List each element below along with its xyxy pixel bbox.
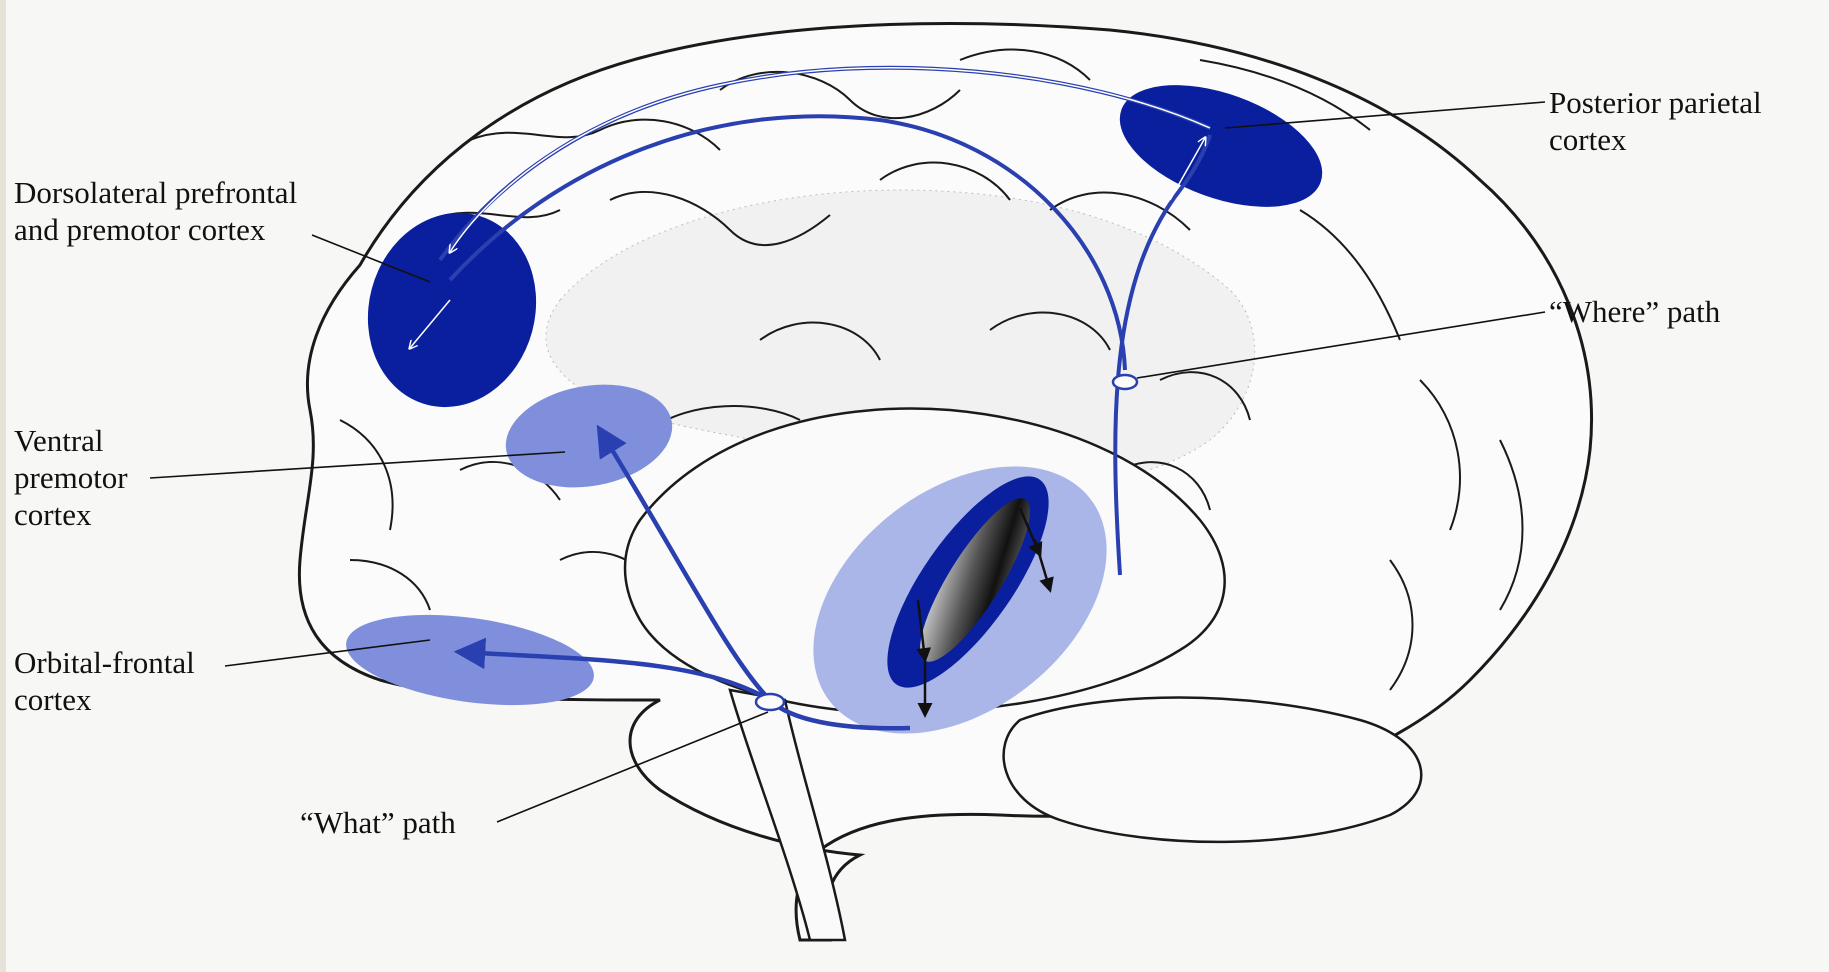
- label-where-path: “Where” path: [1549, 293, 1720, 330]
- label-vpm-line1: Ventral: [14, 422, 128, 459]
- label-what-path: “What” path: [300, 804, 456, 841]
- label-dlpfc-line2: and premotor cortex: [14, 211, 297, 248]
- label-dorsolateral-prefrontal: Dorsolateral prefrontal and premotor cor…: [14, 174, 297, 248]
- label-vpm-line3: cortex: [14, 496, 128, 533]
- label-dlpfc-line1: Dorsolateral prefrontal: [14, 174, 297, 211]
- label-ppc-line2: cortex: [1549, 121, 1762, 158]
- label-ventral-premotor: Ventral premotor cortex: [14, 422, 128, 533]
- label-vpm-line2: premotor: [14, 459, 128, 496]
- cerebellum: [1004, 698, 1422, 842]
- label-ppc-line1: Posterior parietal: [1549, 84, 1762, 121]
- label-ofc-line1: Orbital-frontal: [14, 644, 195, 681]
- label-orbital-frontal: Orbital-frontal cortex: [14, 644, 195, 718]
- label-ofc-line2: cortex: [14, 681, 195, 718]
- label-posterior-parietal: Posterior parietal cortex: [1549, 84, 1762, 158]
